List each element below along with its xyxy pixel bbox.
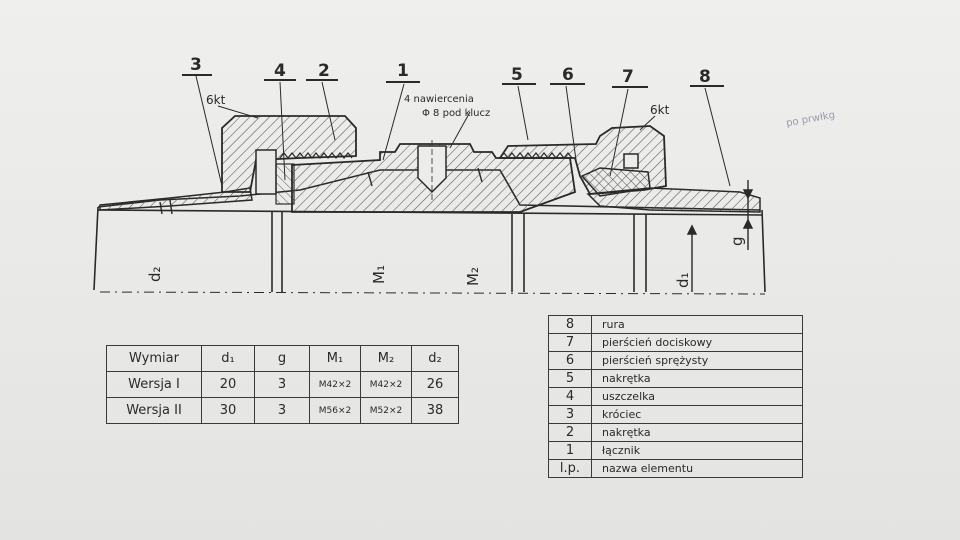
part-8-pipe [586, 187, 761, 213]
part-name: pierścień sprężysty [591, 351, 803, 370]
label-d1: d₁ [674, 272, 692, 288]
table-cell: 20 [201, 371, 255, 398]
note-drill-line1: 4 nawiercenia [404, 94, 474, 105]
table-cell: 3 [254, 397, 310, 424]
table-header-cell: g [254, 345, 310, 372]
part-number: 3 [548, 405, 592, 424]
part-name: uszczelka [591, 387, 803, 406]
part-3-stub [99, 187, 253, 211]
table-header-cell: d₂ [411, 345, 459, 372]
table-row: Wersja II 30 3 M56×2 M52×2 38 [106, 397, 459, 424]
part-number: 4 [548, 387, 592, 406]
note-hex-left: 6kt [206, 93, 226, 107]
part-4-gasket [255, 149, 277, 195]
part-name: pierścień dociskowy [591, 333, 803, 352]
note-hex-right: 6kt [650, 103, 670, 117]
table-cell: Wersja I [106, 371, 202, 398]
table-header-cell: Wymiar [106, 345, 202, 372]
dim-d1-marker [686, 224, 698, 292]
callout-7: 7 [622, 67, 634, 87]
note-drill-line2: Φ 8 pod klucz [422, 108, 490, 119]
label-d2: d₂ [146, 266, 164, 282]
callout-4: 4 [274, 61, 286, 81]
part-name: nakrętka [591, 423, 803, 442]
part-name: nakrętka [591, 369, 803, 388]
thread-right [499, 152, 573, 159]
column-label-name: nazwa elementu [591, 459, 803, 478]
thread-left [279, 152, 353, 159]
table-cell: M56×2 [309, 397, 361, 424]
callout-8: 8 [699, 67, 711, 87]
callout-1: 1 [397, 61, 409, 81]
part-number: 2 [548, 423, 592, 442]
label-m1: M₁ [370, 265, 388, 284]
table-header-cell: M₂ [360, 345, 412, 372]
dimensions-table: Wymiar d₁ g M₁ M₂ d₂ Wersja I 20 3 M42×2… [106, 345, 459, 424]
dim-g-marker [742, 180, 754, 250]
table-cell: M42×2 [360, 371, 412, 398]
table-cell: 26 [411, 371, 459, 398]
table-row: Wymiar d₁ g M₁ M₂ d₂ [106, 345, 459, 372]
table-cell: M42×2 [309, 371, 361, 398]
weld-marks [159, 167, 483, 215]
part-6-spring-ring [623, 153, 639, 169]
part-name: króciec [591, 405, 803, 424]
part-name: rura [591, 315, 803, 334]
table-cell: M52×2 [360, 397, 412, 424]
part-number: 1 [548, 441, 592, 460]
table-row: Wersja I 20 3 M42×2 M42×2 26 [106, 371, 459, 398]
part-2-nut-left [221, 115, 357, 193]
table-cell: 30 [201, 397, 255, 424]
table-cell: 38 [411, 397, 459, 424]
table-cell: 3 [254, 371, 310, 398]
column-label-lp: l.p. [548, 459, 592, 478]
part-name: łącznik [591, 441, 803, 460]
callout-3: 3 [190, 55, 202, 75]
callout-5: 5 [511, 65, 523, 85]
callout-2: 2 [318, 61, 330, 81]
callout-labels: 3 4 2 1 5 6 7 8 [182, 55, 724, 88]
callout-6: 6 [562, 65, 574, 85]
part-number: 6 [548, 351, 592, 370]
part-number: 7 [548, 333, 592, 352]
table-footer-row: l.p.nazwa elementu [548, 459, 803, 478]
label-m2: M₂ [464, 267, 482, 286]
table-header-cell: M₁ [309, 345, 361, 372]
part-number: 8 [548, 315, 592, 334]
table-cell: Wersja II [106, 397, 202, 424]
table-header-cell: d₁ [201, 345, 255, 372]
part-number: 5 [548, 369, 592, 388]
label-g: g [728, 236, 746, 246]
